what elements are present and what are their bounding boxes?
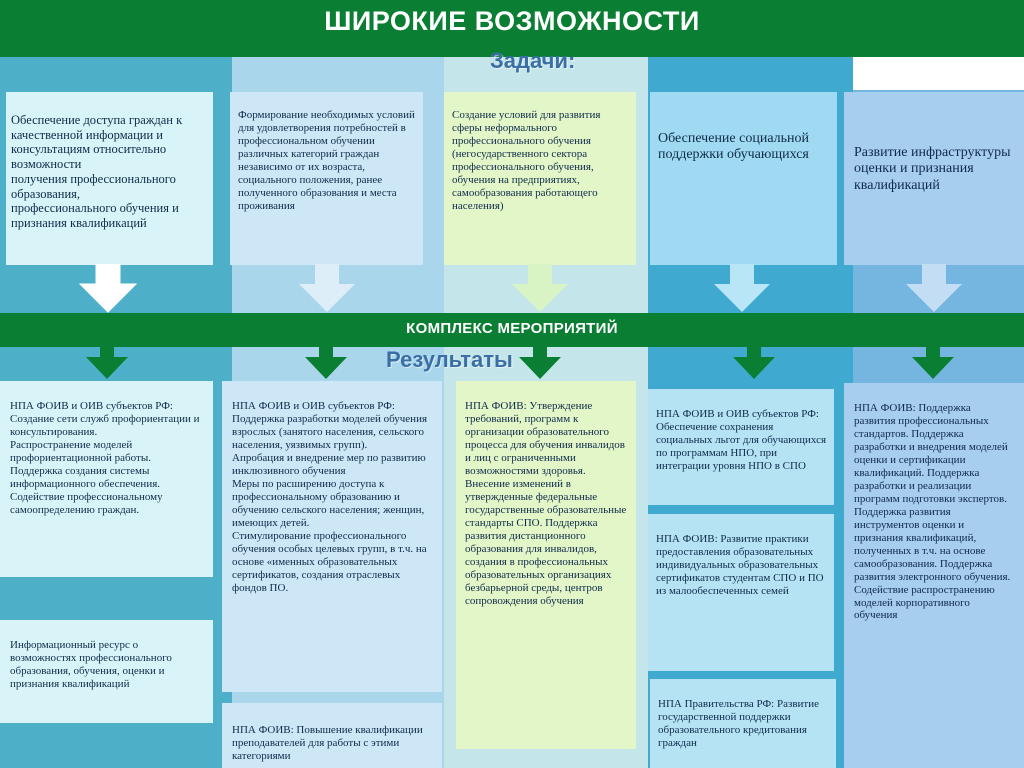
arrow-down-icon — [714, 264, 770, 312]
result-text-1-2: Информационный ресурс о возможностях про… — [10, 638, 172, 690]
result-box-1-1: НПА ФОИВ и ОИВ субъектов РФ: Создание се… — [0, 381, 213, 577]
task-box-1: Обеспечение доступа граждан к качественн… — [6, 92, 213, 265]
arrow-down-icon — [519, 345, 561, 379]
tasks-label: Задачи: — [490, 48, 576, 73]
task-text-1: Обеспечение доступа граждан к качественн… — [11, 112, 183, 230]
result-text-4-2: НПА ФОИВ: Развитие практики предоставлен… — [656, 532, 824, 597]
task-box-4: Обеспечение социальной поддержки обучающ… — [650, 92, 837, 265]
page-title: ШИРОКИЕ ВОЗМОЖНОСТИ — [0, 6, 1024, 37]
lower-arrows — [86, 345, 954, 379]
arrow-down-icon — [299, 264, 355, 312]
result-text-3-1: НПА ФОИВ: Утверждение требований, програ… — [465, 399, 627, 607]
result-box-4-3: НПА Правительства РФ: Развитие государст… — [650, 679, 836, 768]
task-text-2: Формирование необходимых условий для удо… — [238, 108, 415, 212]
title-bar — [0, 0, 1024, 57]
task-box-2: Формирование необходимых условий для удо… — [230, 92, 423, 265]
result-text-2-1: НПА ФОИВ и ОИВ субъектов РФ: Поддержка р… — [232, 399, 428, 594]
result-box-1-2: Информационный ресурс о возможностях про… — [0, 620, 213, 723]
result-box-3-1: НПА ФОИВ: Утверждение требований, програ… — [456, 381, 636, 749]
result-text-4-3: НПА Правительства РФ: Развитие государст… — [658, 697, 819, 749]
arrow-down-icon — [86, 345, 128, 379]
arrow-down-icon — [305, 345, 347, 379]
result-box-4-1: НПА ФОИВ и ОИВ субъектов РФ: Обеспечение… — [648, 389, 834, 505]
arrow-down-icon — [512, 264, 568, 312]
activities-band-label: КОМПЛЕКС МЕРОПРИЯТИЙ — [406, 320, 618, 337]
arrow-down-icon — [912, 345, 954, 379]
upper-arrows — [78, 264, 962, 313]
task-text-3: Создание условий для развития сферы нефо… — [452, 108, 601, 212]
activities-band — [0, 313, 1024, 347]
page-title-text: ШИРОКИЕ ВОЗМОЖНОСТИ — [324, 6, 700, 36]
result-box-2-2: НПА ФОИВ: Повышение квалификации препода… — [222, 703, 442, 768]
result-text-5-1: НПА ФОИВ: Поддержка развития профессиона… — [854, 401, 1011, 622]
result-text-2-2: НПА ФОИВ: Повышение квалификации препода… — [232, 723, 423, 762]
task-box-3: Создание условий для развития сферы нефо… — [444, 92, 636, 265]
result-box-4-2: НПА ФОИВ: Развитие практики предоставлен… — [648, 514, 834, 671]
arrow-down-icon — [906, 264, 962, 312]
arrow-down-icon — [78, 264, 138, 313]
task-text-4: Обеспечение социальной поддержки обучающ… — [658, 130, 810, 163]
result-box-5-1: НПА ФОИВ: Поддержка развития профессиона… — [844, 383, 1024, 768]
arrow-down-icon — [733, 345, 775, 379]
task-box-5: Развитие инфраструктуры оценки и признан… — [844, 92, 1024, 265]
task-text-5: Развитие инфраструктуры оценки и признан… — [854, 144, 1011, 193]
results-label: Результаты — [386, 347, 513, 372]
result-box-2-1: НПА ФОИВ и ОИВ субъектов РФ: Поддержка р… — [222, 381, 442, 692]
result-text-1-1: НПА ФОИВ и ОИВ субъектов РФ: Создание се… — [10, 399, 200, 516]
result-text-4-1: НПА ФОИВ и ОИВ субъектов РФ: Обеспечение… — [656, 407, 827, 472]
